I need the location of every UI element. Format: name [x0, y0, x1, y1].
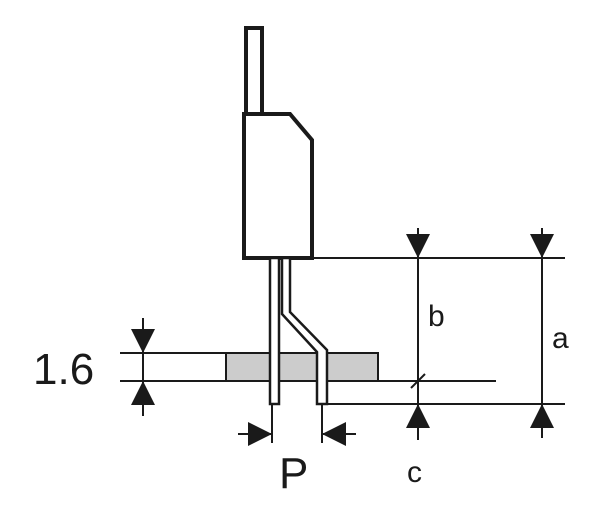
dimension-a-label: a [552, 322, 569, 355]
dimension-a-arrow-down [530, 234, 554, 258]
dimension-c: c [406, 381, 430, 489]
dimension-thickness-arrow-up [131, 381, 155, 405]
dimension-pitch-label: P [279, 449, 308, 498]
dimension-a-arrow-up [530, 404, 554, 428]
extension-lines [271, 257, 565, 443]
dimension-thickness-label: 1.6 [33, 345, 94, 394]
board [120, 352, 496, 382]
leads [268, 256, 329, 406]
straight-lead [268, 256, 281, 406]
dimension-c-arrow-up [406, 404, 430, 428]
dimension-b: b [406, 228, 445, 389]
dimension-b-label: b [428, 300, 445, 333]
component-body [242, 112, 314, 260]
dimension-a: a [530, 228, 569, 438]
dimension-thickness-arrow-down [131, 329, 155, 353]
bent-lead [280, 256, 329, 406]
dimension-pitch-arrow-left [322, 422, 346, 446]
component [242, 26, 314, 260]
dimension-pitch: P [238, 422, 356, 498]
top-pin [244, 26, 264, 116]
dimension-thickness: 1.6 [33, 318, 155, 416]
dimension-c-label: c [407, 456, 422, 489]
dimension-b-arrow-down [406, 234, 430, 258]
board-fill [225, 352, 379, 382]
dimension-pitch-arrow-right [248, 422, 272, 446]
